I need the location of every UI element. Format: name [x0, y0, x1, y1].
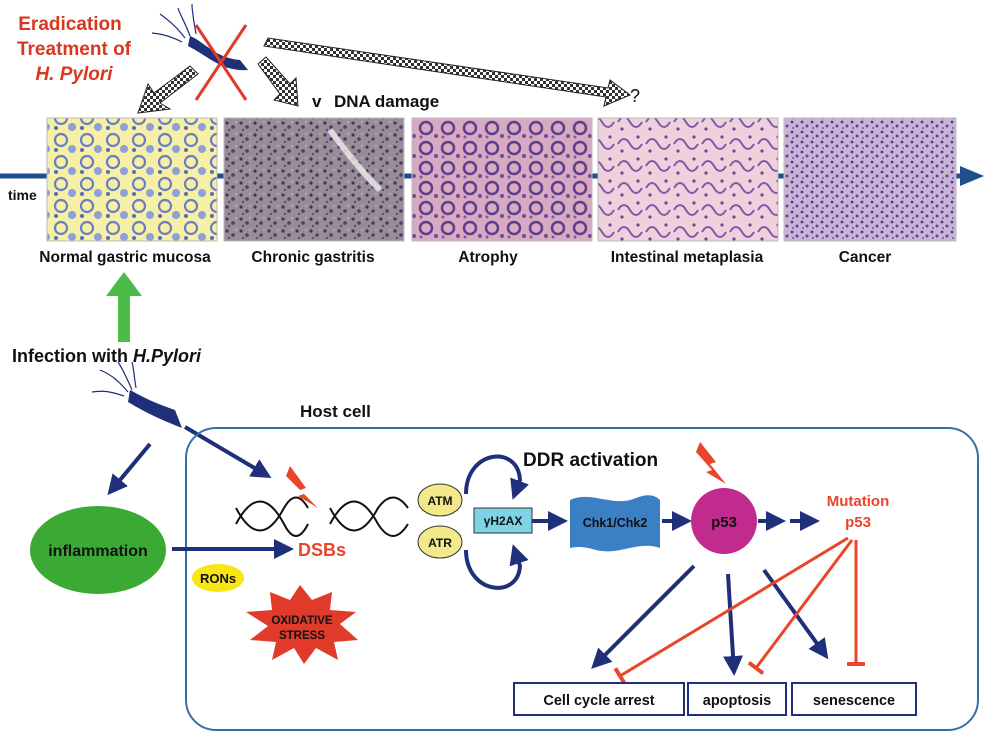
feedback-loop-bottom — [464, 544, 529, 590]
arrow-bacterium-to-dna — [183, 425, 272, 479]
chk-node — [570, 495, 660, 552]
cell-cycle-arrest-label: Cell cycle arrest — [543, 693, 654, 709]
rons-node — [192, 564, 244, 592]
lightning-dna-icon — [286, 466, 318, 508]
chk-label: Chk1/Chk2 — [583, 516, 648, 530]
arrow-p53-to-apoptosis — [723, 573, 744, 676]
stage-label-cancer: Cancer — [839, 249, 892, 266]
atm-node — [417, 483, 463, 517]
h2ax-node — [473, 507, 533, 534]
dna-damage-label: DNA damage — [334, 92, 439, 111]
senescence-label: senescence — [813, 693, 895, 709]
apoptosis-label: apoptosis — [703, 693, 771, 709]
atm-label: ATM — [427, 494, 452, 508]
atr-label: ATR — [428, 536, 452, 550]
host-cell-label: Host cell — [300, 402, 371, 421]
feedback-loop-top — [464, 454, 529, 500]
dsbs-label: DSBs — [298, 540, 346, 560]
p53-node — [691, 488, 757, 554]
apoptosis-box — [687, 682, 787, 716]
infection-label: Infection with H.Pylori — [12, 346, 202, 366]
mutation-label-line2: p53 — [845, 514, 871, 531]
question-mark: ? — [630, 86, 640, 106]
green-up-arrow — [106, 272, 142, 342]
eradication-title-line2: Treatment of — [17, 39, 132, 60]
time-label: time — [8, 187, 37, 203]
dna-damage-mark: v — [312, 92, 322, 111]
stage-label-atrophy: Atrophy — [458, 249, 518, 266]
inhibit-mutation-apoptosis — [747, 539, 854, 675]
mutation-label-line1: Mutation — [827, 493, 889, 510]
stage-label-intestinal-metaplasia: Intestinal metaplasia — [611, 249, 764, 266]
histology-intestinal-metaplasia-image — [597, 117, 779, 242]
cell-cycle-arrest-box — [513, 682, 685, 716]
rons-label: RONs — [200, 571, 236, 586]
bacterium-icon — [91, 361, 182, 428]
oxidative-stress-burst — [246, 585, 358, 664]
h2ax-label: γH2AX — [484, 514, 523, 528]
lightning-p53-icon — [696, 442, 726, 484]
inflammation-label: inflammation — [48, 543, 148, 560]
host-cell-boundary — [185, 427, 979, 731]
stage-label-chronic-gastritis: Chronic gastritis — [251, 249, 374, 266]
bacterium-crossed-icon — [151, 3, 248, 101]
checkered-arrow-to-gastritis — [257, 56, 299, 107]
inhibit-mutation-cell-cycle — [613, 536, 849, 685]
infection-organism: H.Pylori — [133, 346, 202, 366]
arrow-bacterium-to-inflammation — [107, 442, 152, 496]
inflammation-node — [30, 506, 166, 594]
histology-atrophy-image — [411, 117, 593, 242]
oxidative-stress-line1: OXIDATIVE — [271, 615, 332, 627]
stage-label-normal: Normal gastric mucosa — [39, 249, 211, 266]
arrow-p53-to-cell-cycle-arrest — [591, 564, 696, 669]
histology-normal-image — [46, 117, 218, 242]
atr-node — [417, 525, 463, 559]
histology-cancer-image — [783, 117, 957, 242]
histology-chronic-gastritis-image — [223, 117, 405, 242]
ddr-activation-label: DDR activation — [523, 450, 658, 471]
senescence-box — [791, 682, 917, 716]
eradication-title-line3: H. Pylori — [35, 64, 113, 85]
dna-double-strand-break-icon — [235, 496, 409, 537]
oxidative-stress-line2: STRESS — [279, 630, 325, 642]
p53-label: p53 — [711, 514, 737, 531]
checkered-arrow-to-metaplasia — [263, 37, 631, 107]
eradication-title-line1: Eradication — [18, 14, 121, 35]
checkered-arrow-to-normal — [137, 65, 199, 114]
